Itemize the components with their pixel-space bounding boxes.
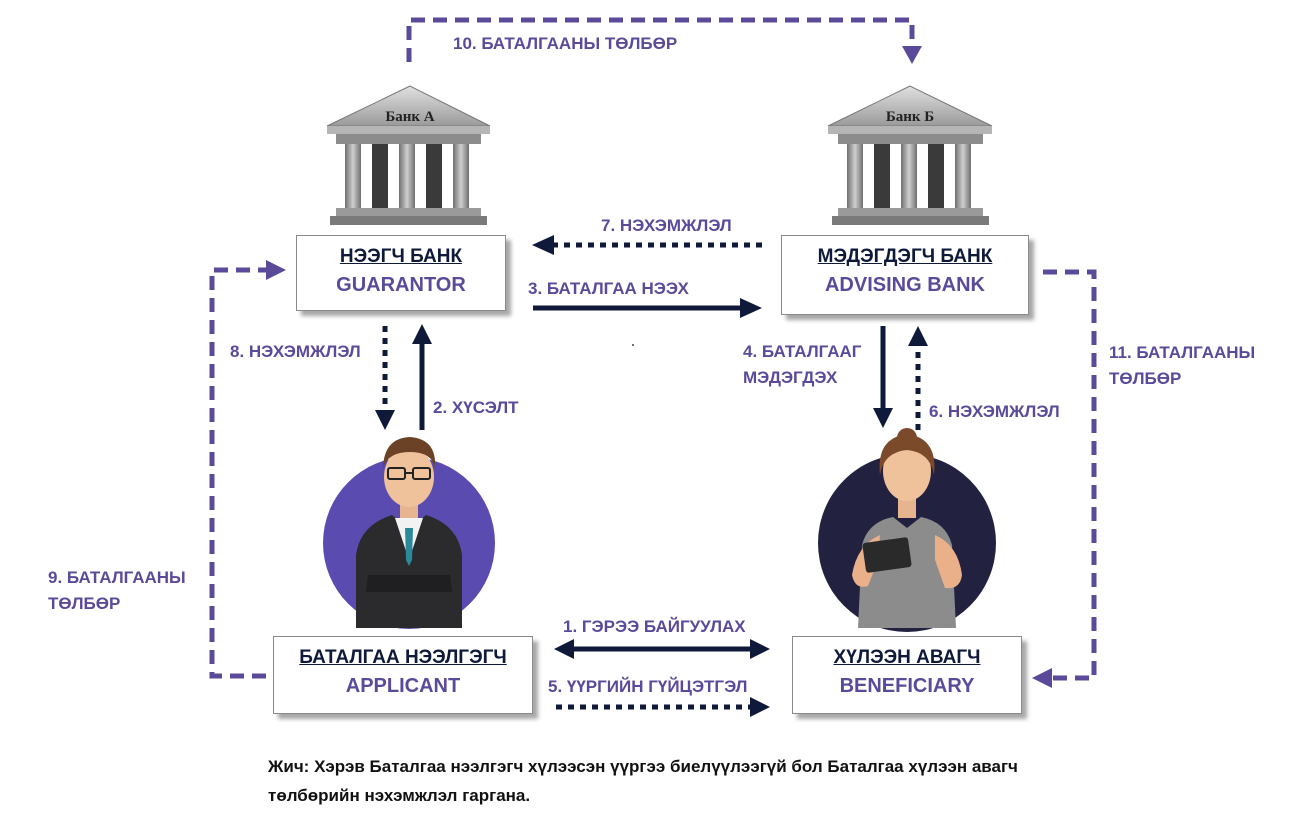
beneficiary-subtitle: BENEFICIARY: [839, 675, 975, 697]
step-6-label: 6. НЭХЭМЖЛЭЛ: [929, 402, 1060, 421]
footnote: Жич: Хэрэв Баталгаа нээлгэгч хүлээсэн үү…: [268, 757, 1018, 805]
step-1-label: 1. ГЭРЭЭ БАЙГУУЛАХ: [563, 617, 746, 636]
step-9-line1: 9. БАТАЛГААНЫ: [48, 568, 186, 587]
arrow-1-head-left: [554, 639, 574, 659]
step-4-line1: 4. БАТАЛГААГ: [743, 342, 862, 361]
arrow-11-head: [1032, 668, 1052, 688]
step-9-label: 9. БАТАЛГААНЫ ТӨЛБӨР: [48, 565, 186, 617]
applicant-person-icon: [323, 437, 495, 629]
step-8-label: 8. НЭХЭМЖЛЭЛ: [230, 342, 361, 361]
guarantor-subtitle: GUARANTOR: [336, 274, 466, 296]
advising-bank-subtitle: ADVISING BANK: [824, 274, 985, 296]
guarantor-box: НЭЭГЧ БАНК GUARANTOR: [296, 235, 506, 311]
bank-b-building-icon: Банк Б: [827, 85, 993, 225]
step-11-label: 11. БАТАЛГААНЫ ТӨЛБӨР: [1109, 340, 1255, 392]
arrow-2-head: [412, 324, 432, 344]
arrow-10-head: [902, 46, 922, 64]
step-4-line2: МЭДЭГДЭХ: [743, 368, 838, 387]
step-4-label: 4. БАТАЛГААГ МЭДЭГДЭХ: [743, 339, 861, 391]
step-2-label: 2. ХҮСЭЛТ: [433, 398, 519, 417]
bank-b-label: Банк Б: [886, 109, 934, 125]
step-3-label: 3. БАТАЛГАА НЭЭХ: [528, 279, 689, 298]
advising-bank-box: МЭДЭГДЭГЧ БАНК ADVISING BANK: [781, 235, 1029, 315]
arrow-5-head: [750, 697, 770, 717]
arrow-10-payment: [406, 17, 915, 62]
arrow-9-head: [266, 260, 286, 280]
beneficiary-title: ХҮЛЭЭН АВАГЧ: [833, 647, 981, 668]
arrow-9-payment: [209, 267, 268, 679]
step-9-line2: ТӨЛБӨР: [48, 594, 121, 613]
arrow-4-head: [873, 408, 893, 428]
step-11-line1: 11. БАТАЛГААНЫ: [1109, 343, 1256, 362]
applicant-subtitle: APPLICANT: [345, 675, 461, 697]
step-5-label: 5. ҮҮРГИЙН ГҮЙЦЭТГЭЛ: [548, 677, 748, 696]
step-10-label: 10. БАТАЛГААНЫ ТӨЛБӨР: [453, 34, 678, 53]
bank-a-label: Банк А: [385, 109, 434, 125]
bank-a-building-icon: Банк А: [326, 85, 491, 225]
beneficiary-box: ХҮЛЭЭН АВАГЧ BENEFICIARY: [792, 636, 1022, 714]
arrow-6-head: [908, 326, 928, 346]
arrow-11-payment: [1043, 269, 1097, 681]
arrow-3-head: [740, 298, 762, 318]
arrow-1-head-right: [750, 639, 770, 659]
step-7-label: 7. НЭХЭМЖЛЭЛ: [601, 216, 732, 235]
beneficiary-person-icon: [818, 428, 996, 632]
advising-bank-title: МЭДЭГДЭГЧ БАНК: [817, 246, 993, 267]
step-11-line2: ТӨЛБӨР: [1109, 369, 1182, 388]
applicant-title: БАТАЛГАА НЭЭЛГЭГЧ: [299, 647, 507, 668]
guarantor-title: НЭЭГЧ БАНК: [339, 246, 463, 267]
arrow-7-head: [532, 235, 554, 255]
stray-dot: [632, 344, 634, 346]
arrow-8-head: [375, 410, 395, 430]
applicant-box: БАТАЛГАА НЭЭЛГЭГЧ APPLICANT: [273, 636, 533, 714]
